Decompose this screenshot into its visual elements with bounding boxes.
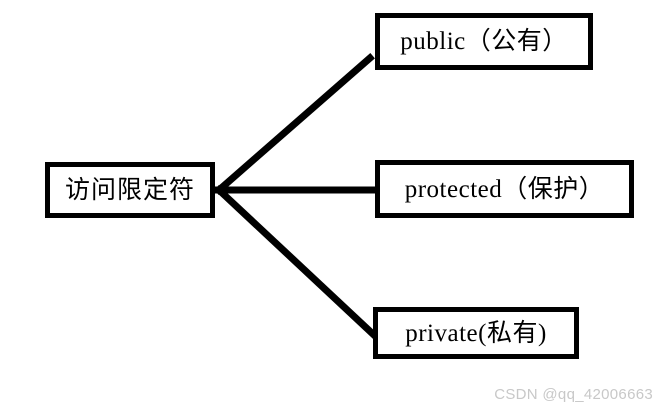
connector-line-private (214, 185, 379, 340)
node-protected-label: protected（保护） (404, 175, 605, 203)
node-private-label: private(私有) (405, 319, 547, 347)
node-access-specifier[interactable]: 访问限定符 (45, 162, 215, 218)
csdn-watermark: CSDN @qq_42006663 (494, 386, 653, 403)
connector-line-public (214, 53, 375, 195)
node-protected[interactable]: protected（保护） (375, 160, 634, 218)
node-public[interactable]: public（公有） (375, 13, 593, 70)
node-access-specifier-label: 访问限定符 (64, 176, 195, 204)
node-public-label: public（公有） (400, 28, 568, 55)
node-private[interactable]: private(私有) (373, 307, 579, 359)
